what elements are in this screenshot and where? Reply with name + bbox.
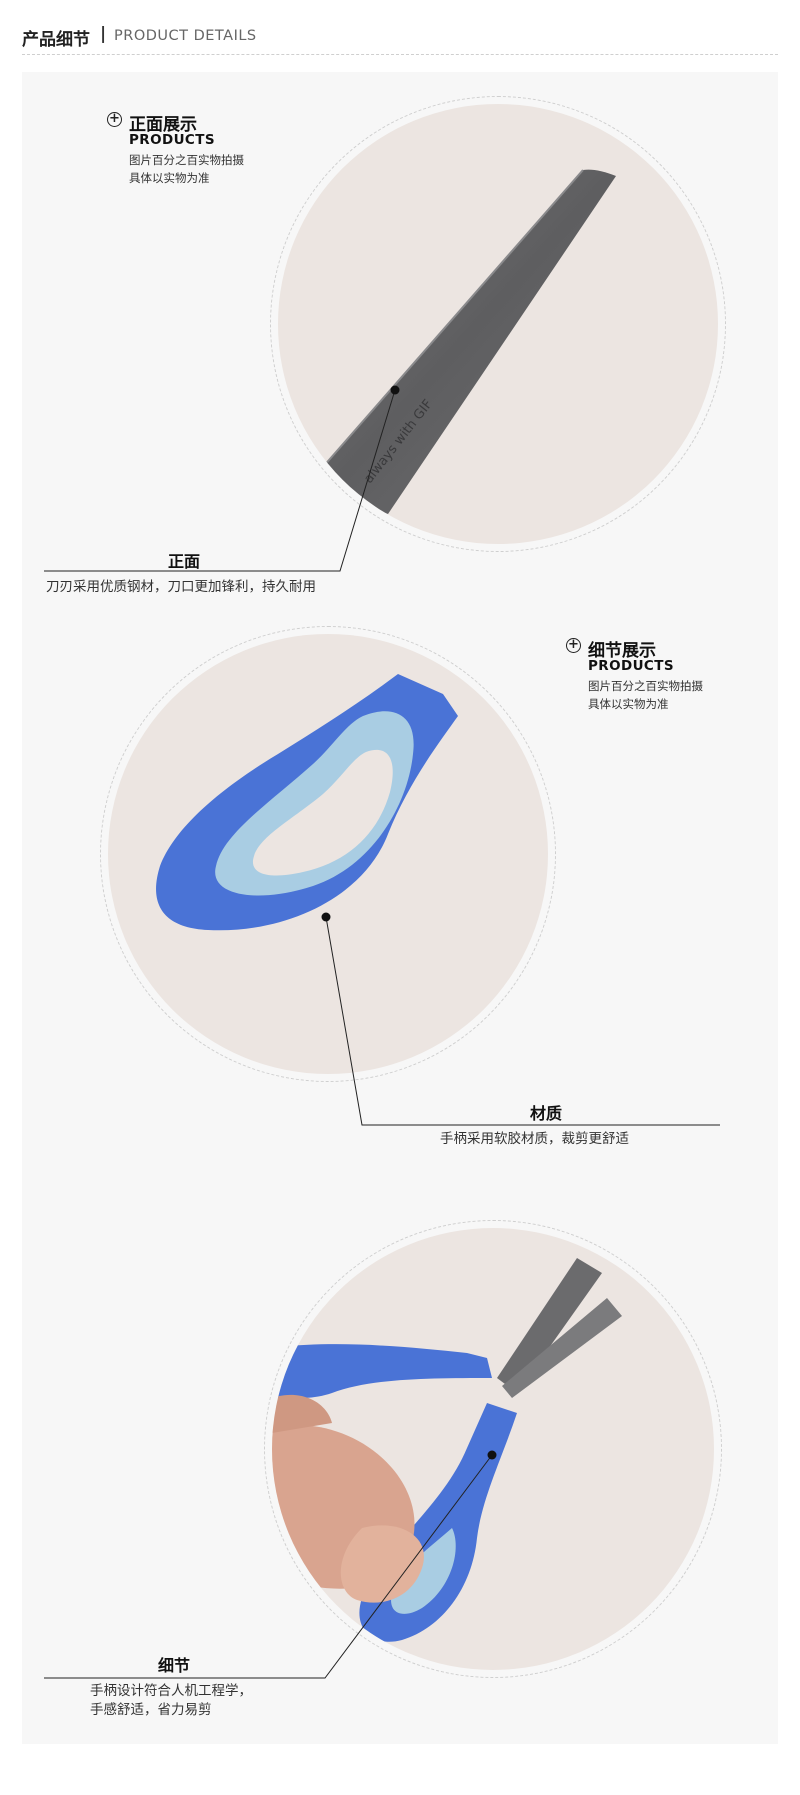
front-callout-title: 正面 bbox=[168, 552, 201, 571]
detail-display-title: 细节展示 bbox=[588, 641, 656, 661]
handle-photo bbox=[108, 634, 548, 1074]
handle-finger-hole bbox=[252, 749, 393, 876]
lower-blade-shape bbox=[502, 1298, 622, 1398]
detail-display-note-2: 具体以实物为准 bbox=[588, 697, 669, 711]
header-separator: | bbox=[100, 24, 107, 44]
header-title-en: PRODUCT DETAILS bbox=[114, 28, 257, 44]
front-display-subtitle: PRODUCTS bbox=[129, 132, 215, 148]
section-header: 产品细节 | PRODUCT DETAILS bbox=[22, 22, 778, 55]
front-display-note-2: 具体以实物为准 bbox=[129, 171, 210, 185]
blade-circle-frame bbox=[270, 96, 726, 552]
front-callout-text: 刀刃采用优质钢材，刀口更加锋利，持久耐用 bbox=[46, 579, 316, 595]
upper-blade-shape bbox=[497, 1258, 602, 1393]
material-callout-title: 材质 bbox=[530, 1104, 563, 1123]
blade-photo: always with GIF bbox=[278, 104, 718, 544]
detail-callout-text-1: 手柄设计符合人机工程学， bbox=[90, 1683, 252, 1699]
detail-display-subtitle: PRODUCTS bbox=[588, 658, 674, 674]
usage-photo bbox=[272, 1228, 714, 1670]
plus-circle-icon: + bbox=[566, 638, 581, 653]
usage-circle-frame bbox=[264, 1220, 722, 1678]
detail-display-note-1: 图片百分之百实物拍摄 bbox=[588, 679, 703, 693]
front-display-note-1: 图片百分之百实物拍摄 bbox=[129, 153, 244, 167]
header-title-cn: 产品细节 bbox=[22, 30, 90, 50]
detail-callout-title: 细节 bbox=[158, 1656, 191, 1675]
blade-shape bbox=[308, 169, 616, 514]
upper-handle-shape bbox=[272, 1344, 492, 1399]
detail-callout-text-2: 手感舒适，省力易剪 bbox=[90, 1702, 212, 1718]
front-display-title: 正面展示 bbox=[129, 115, 197, 135]
plus-circle-icon: + bbox=[107, 112, 122, 127]
material-callout-text: 手柄采用软胶材质，裁剪更舒适 bbox=[440, 1131, 629, 1147]
